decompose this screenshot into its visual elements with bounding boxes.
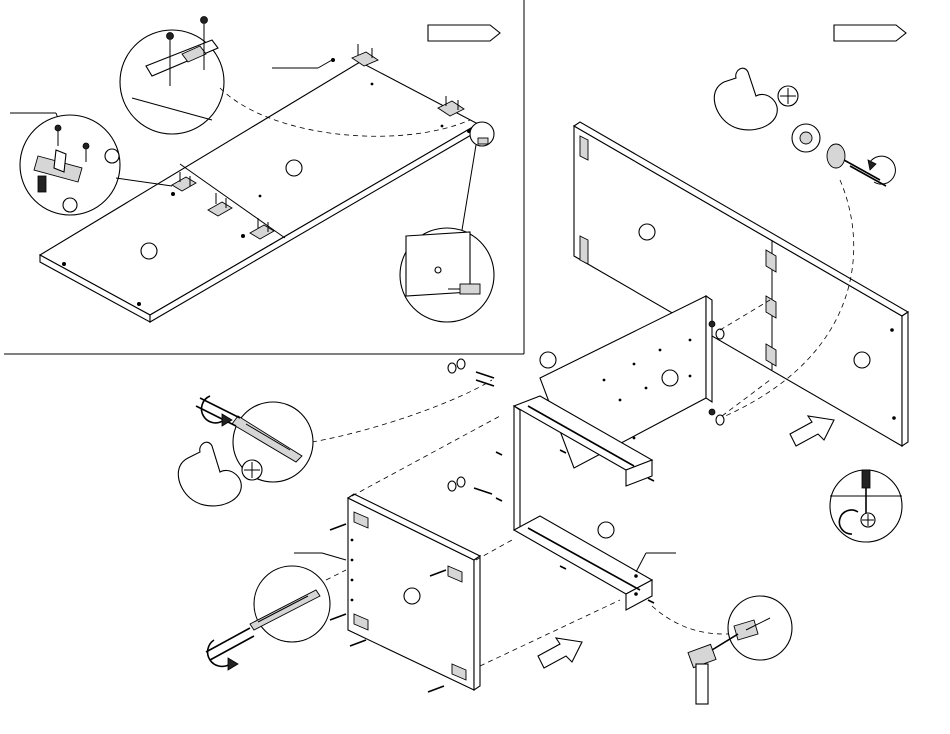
dowel-icon	[460, 284, 480, 294]
part-number-callout	[141, 243, 157, 259]
screw-icon	[201, 17, 208, 24]
part-number-callout	[662, 370, 678, 386]
front-panel	[348, 494, 480, 690]
screw-icon	[83, 143, 89, 149]
part-number-callout	[286, 160, 302, 176]
carcass-bottom-rail	[514, 516, 652, 610]
hand-twist-icon	[714, 68, 798, 130]
part-number-callout	[540, 352, 556, 368]
screw-icon	[55, 125, 61, 131]
step-tag-top-right	[834, 25, 906, 41]
wrench-rotate-icon	[206, 566, 330, 670]
step-tag-top-left	[428, 25, 500, 41]
part-number-callout	[598, 522, 614, 538]
part-number-callout	[404, 588, 420, 604]
screwdriver-rotate-icon	[830, 470, 902, 542]
carcass-side-panel	[540, 296, 712, 468]
screw-icon	[474, 372, 494, 494]
part-number-callout	[639, 224, 655, 240]
hammer-icon	[688, 596, 792, 704]
part-number-callout	[854, 352, 870, 368]
dowel-icon	[38, 176, 46, 192]
cam-lock-icon	[792, 124, 895, 186]
screw-icon	[167, 33, 174, 40]
